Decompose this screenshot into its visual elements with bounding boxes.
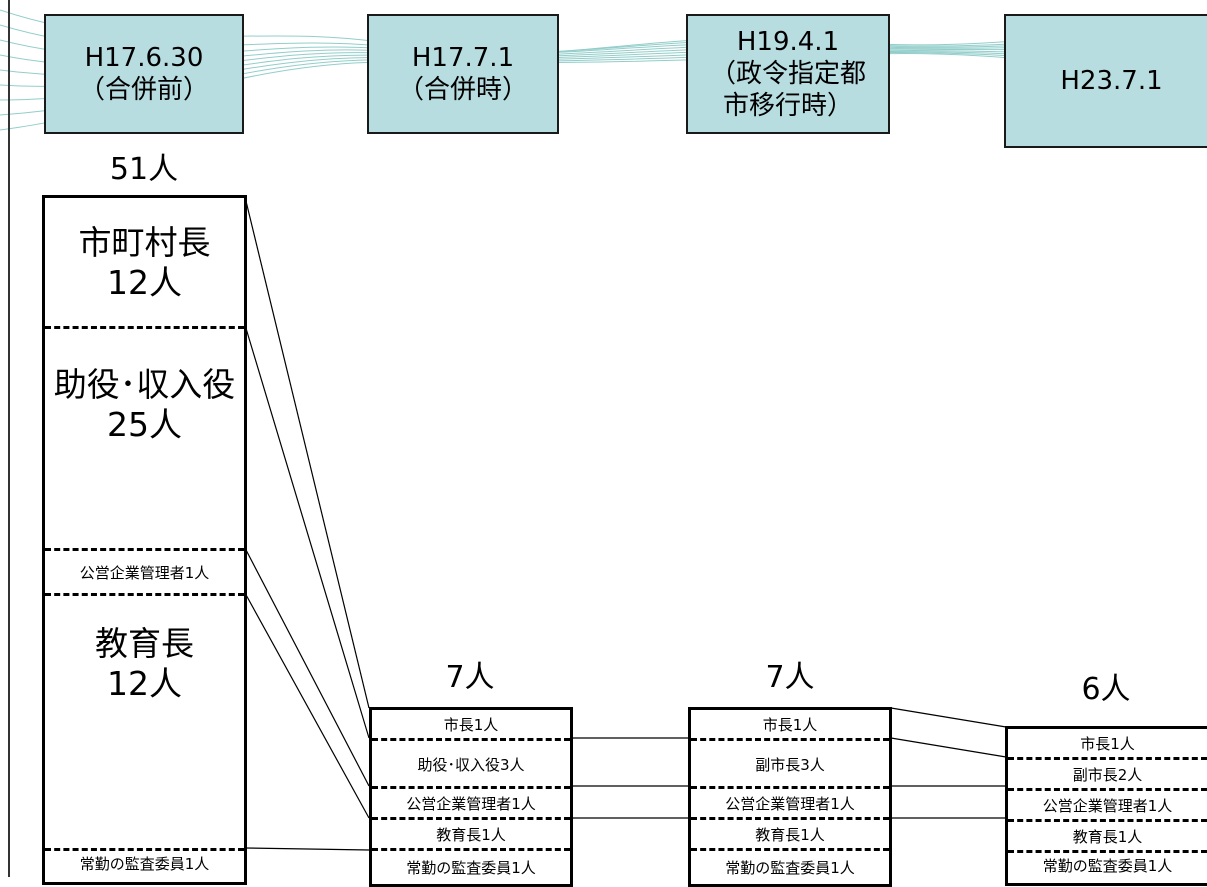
- column-h17-7-1: 市長1人 助役･収入役3人 公営企業管理者1人 教育長1人 常勤の監査委員1人: [369, 707, 573, 887]
- date-box-h17-6-30: H17.6.30 （合併前）: [44, 14, 244, 134]
- segment-auditor: 常勤の監査委員1人: [691, 848, 889, 884]
- date-box-h23-7-1: H23.7.1: [1004, 14, 1207, 148]
- segment-mayors: 市町村長 12人: [78, 223, 211, 302]
- total-h17-7-1: 7人: [445, 660, 495, 695]
- total-h19-4-1: 7人: [765, 660, 815, 695]
- date-box-h19-4-1: H19.4.1 （政令指定都 市移行時）: [686, 14, 890, 134]
- segment-enterprise-manager: 公営企業管理者1人: [372, 786, 570, 819]
- segment-auditor: 常勤の監査委員1人: [372, 848, 570, 884]
- left-border-rule: [8, 0, 10, 877]
- segment-education-chief: 教育長1人: [372, 817, 570, 850]
- segment-mayor: 市長1人: [762, 716, 818, 734]
- segment-deputy: 助役･収入役3人: [372, 738, 570, 788]
- total-h23-7-1: 6人: [1081, 672, 1131, 707]
- total-h17-6-30: 51人: [109, 152, 179, 187]
- segment-enterprise-manager: 公営企業管理者1人: [691, 786, 889, 819]
- segment-mayor: 市長1人: [443, 716, 499, 734]
- segment-education-chiefs: 教育長 12人: [45, 593, 244, 848]
- segment-education-chief: 教育長1人: [691, 817, 889, 850]
- column-h23-7-1: 市長1人 副市長2人 公営企業管理者1人 教育長1人 常勤の監査委員1人: [1005, 726, 1207, 886]
- date-box-h17-7-1: H17.7.1 （合併時）: [367, 14, 559, 134]
- segment-auditor: 常勤の監査委員1人: [1008, 850, 1207, 884]
- column-h17-6-30: 市町村長 12人 助役･収入役 25人 公営企業管理者1人 教育長 12人 常勤…: [42, 195, 247, 885]
- segment-education-chief: 教育長1人: [1008, 819, 1207, 852]
- segment-mayor: 市長1人: [1080, 735, 1135, 753]
- segment-vice-mayor: 副市長3人: [691, 738, 889, 788]
- segment-vice-mayor: 副市長2人: [1008, 757, 1207, 790]
- segment-auditor: 常勤の監査委員1人: [45, 848, 244, 882]
- segment-deputies: 助役･収入役 25人: [45, 326, 244, 551]
- segment-enterprise-manager: 公営企業管理者1人: [1008, 788, 1207, 821]
- segment-enterprise-manager: 公営企業管理者1人: [45, 548, 244, 594]
- column-h19-4-1: 市長1人 副市長3人 公営企業管理者1人 教育長1人 常勤の監査委員1人: [688, 707, 892, 887]
